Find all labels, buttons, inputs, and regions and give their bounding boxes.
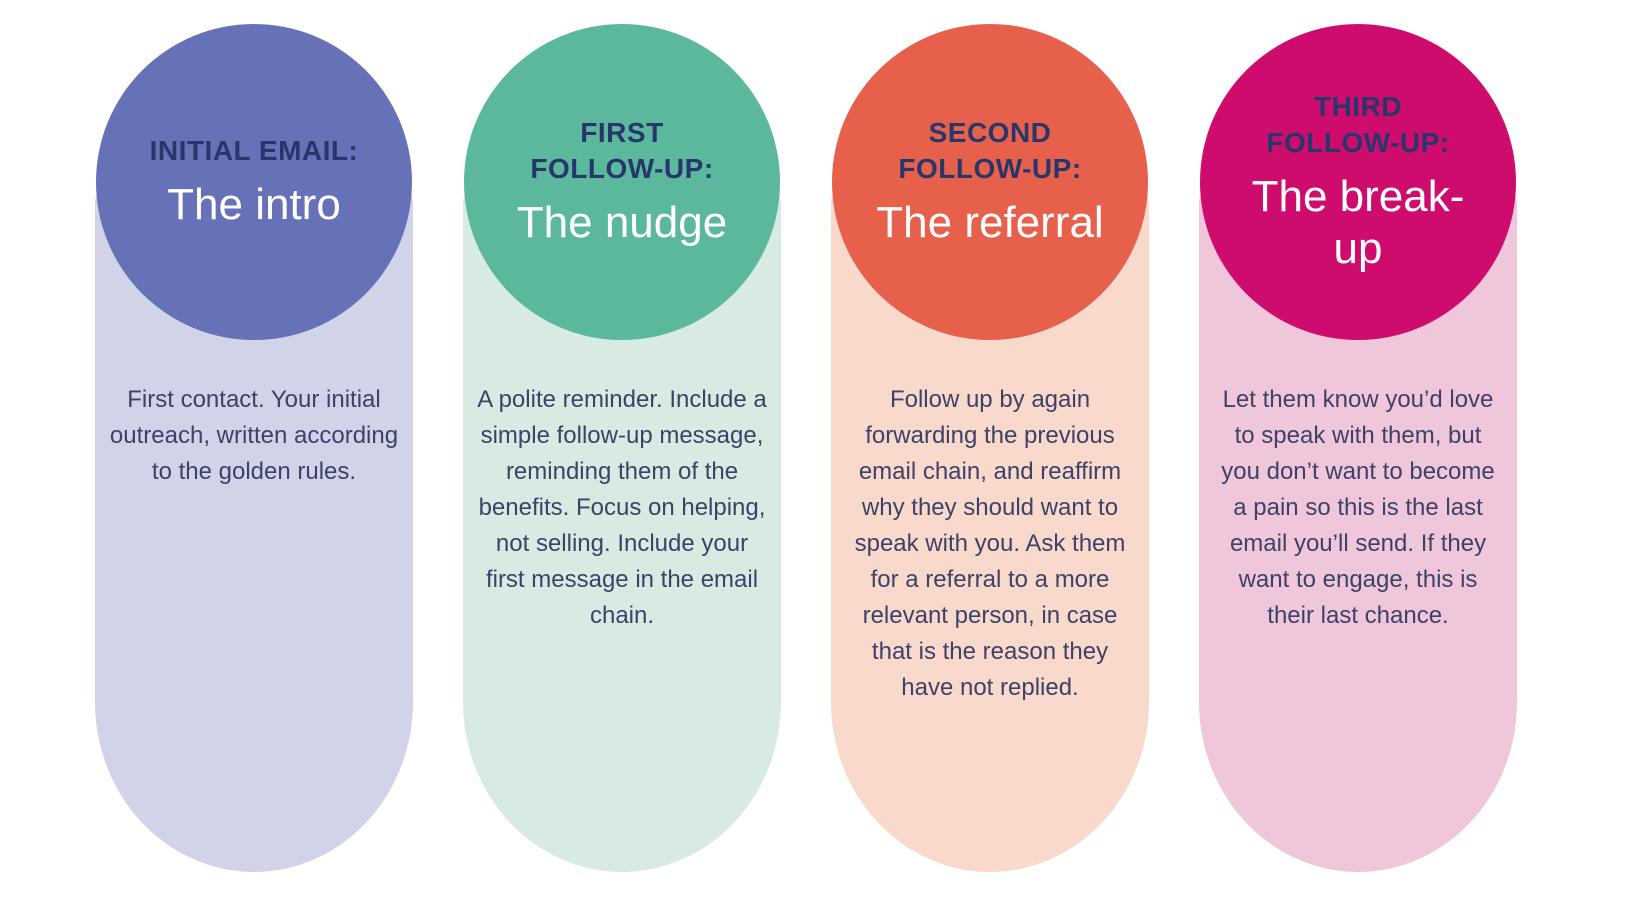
stage-circle: FIRST FOLLOW-UP: The nudge — [464, 24, 780, 340]
stage-heading: SECOND FOLLOW-UP: — [898, 117, 1082, 184]
stage-subtitle: The referral — [876, 198, 1104, 247]
stage-subtitle: The nudge — [516, 198, 728, 247]
stage-description: First contact. Your initial outreach, wr… — [109, 386, 399, 485]
column-first-follow-up: FIRST FOLLOW-UP: The nudge A polite remi… — [463, 0, 781, 912]
stage-circle: SECOND FOLLOW-UP: The referral — [832, 24, 1148, 340]
column-third-follow-up: THIRD FOLLOW-UP: The break-up Let them k… — [1199, 0, 1517, 912]
stage-description: Follow up by again forwarding the previo… — [854, 386, 1126, 701]
stage-description: Let them know you’d love to speak with t… — [1221, 386, 1495, 629]
column-initial-email: INITIAL EMAIL: The intro First contact. … — [95, 0, 413, 912]
stage-heading: INITIAL EMAIL: — [149, 135, 359, 166]
stage-subtitle: The break-up — [1251, 172, 1465, 273]
column-second-follow-up: SECOND FOLLOW-UP: The referral Follow up… — [831, 0, 1149, 912]
stage-heading: FIRST FOLLOW-UP: — [530, 117, 714, 184]
stage-subtitle: The intro — [167, 180, 341, 229]
stage-heading: THIRD FOLLOW-UP: — [1266, 91, 1450, 158]
stage-circle: INITIAL EMAIL: The intro — [96, 24, 412, 340]
stage-circle: THIRD FOLLOW-UP: The break-up — [1200, 24, 1516, 340]
stage-description: A polite reminder. Include a simple foll… — [477, 386, 767, 629]
